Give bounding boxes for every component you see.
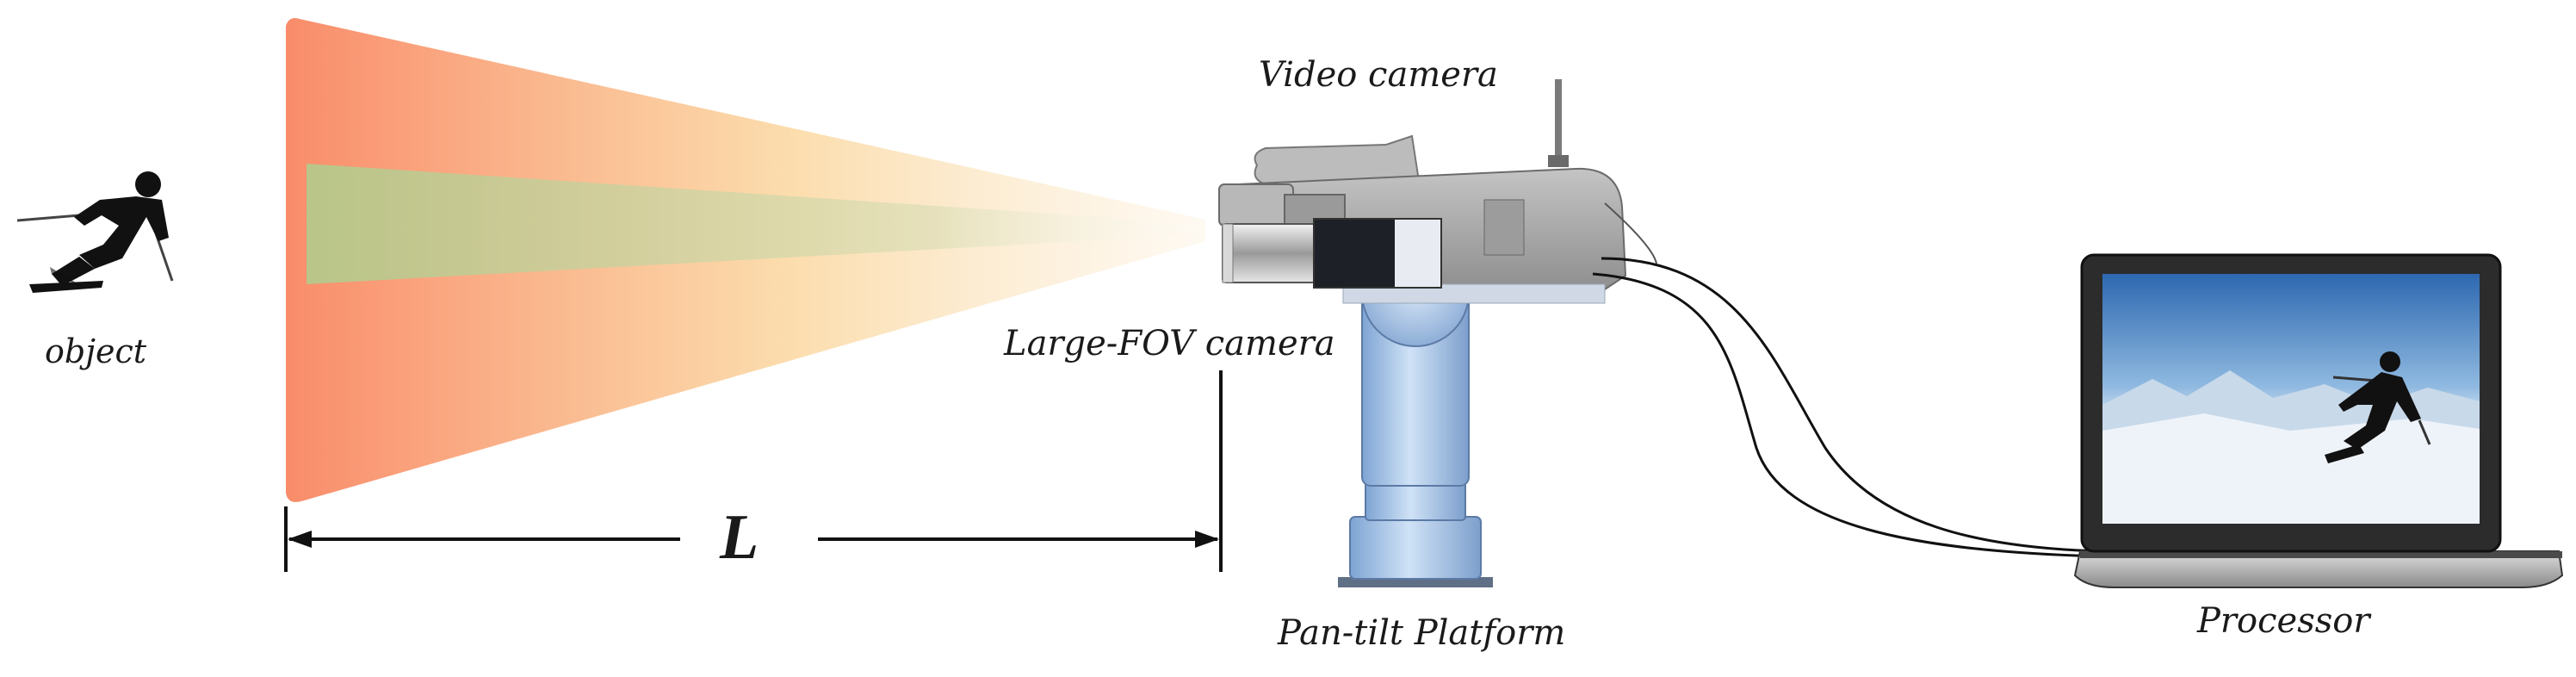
object-label: object (45, 332, 147, 370)
cable-icon (1592, 257, 2102, 558)
video-camera-label: Video camera (1259, 55, 1498, 95)
skier-silhouette-icon (2325, 351, 2431, 463)
large-fov-camera-label: Large-FOV camera (1004, 324, 1335, 363)
pan-tilt-platform-icon (1338, 239, 1493, 587)
lens-camera-icon (1222, 218, 1442, 289)
distance-label: L (720, 502, 759, 573)
skier-silhouette-icon (16, 171, 174, 293)
pan-tilt-platform-label: Pan-tilt Platform (1278, 613, 1566, 653)
fov-cone (286, 18, 1205, 502)
laptop-icon (2073, 253, 2564, 588)
processor-label: Processor (2197, 601, 2370, 641)
distance-arrow (284, 370, 1223, 572)
inner-fov-beam (307, 164, 1205, 284)
